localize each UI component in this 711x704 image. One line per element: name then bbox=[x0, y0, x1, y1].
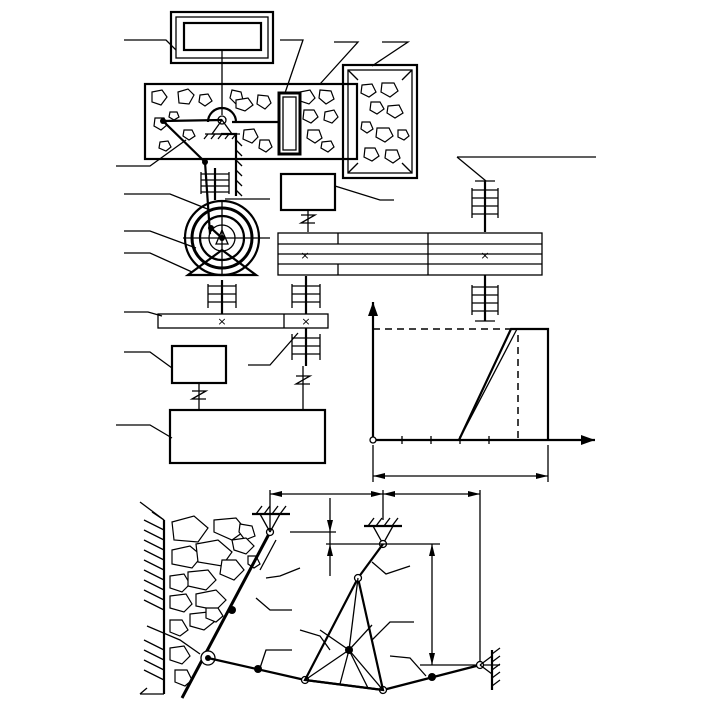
leader-lines-bottom bbox=[146, 561, 427, 677]
sliding-jaw bbox=[277, 91, 302, 156]
dimension-lines-bottom bbox=[269, 490, 500, 666]
small-box-left bbox=[170, 344, 228, 410]
leader-lines-top bbox=[248, 39, 596, 366]
triangle-link bbox=[303, 543, 385, 692]
crusher-chamber bbox=[143, 82, 359, 161]
drive-bars: × × bbox=[277, 232, 543, 276]
leader-lines-left bbox=[116, 39, 270, 439]
bottom-wall bbox=[139, 501, 166, 695]
side-bin bbox=[341, 63, 419, 180]
fixed-pivot-bottom-right bbox=[479, 647, 501, 690]
lower-links bbox=[200, 650, 485, 695]
fixed-pivot-left bbox=[252, 505, 290, 533]
mid-bearings bbox=[207, 276, 321, 314]
graph bbox=[368, 302, 595, 482]
belt-bar: × × bbox=[157, 313, 329, 329]
fixed-pivot-right bbox=[364, 517, 402, 549]
chamber-rocks bbox=[151, 88, 339, 153]
right-top-bearing bbox=[471, 180, 499, 232]
mark-x-3: × bbox=[217, 315, 226, 328]
right-bottom-bearing bbox=[471, 275, 499, 322]
mark-x-1: × bbox=[300, 249, 309, 262]
motor-flywheel bbox=[183, 199, 270, 277]
lower-bearing bbox=[291, 328, 321, 410]
bottom-rocks bbox=[169, 515, 261, 687]
upper-bearing bbox=[200, 168, 230, 200]
small-motor-box bbox=[279, 172, 337, 232]
mark-x-4: × bbox=[301, 315, 310, 328]
mark-x-2: × bbox=[480, 249, 489, 262]
base-box bbox=[168, 408, 327, 465]
top-linkage bbox=[160, 106, 243, 235]
